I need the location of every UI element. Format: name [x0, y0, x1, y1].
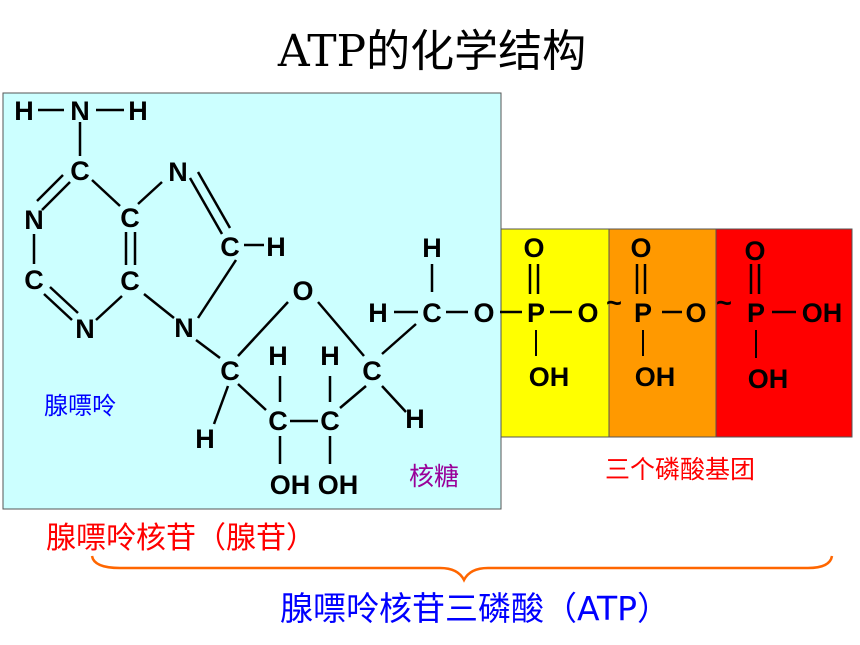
- atom-oh: OH: [635, 362, 676, 392]
- atom-o: O: [473, 298, 494, 328]
- atom-c: C: [320, 406, 340, 436]
- adenosine-box: [2, 92, 502, 510]
- atom-c: C: [24, 265, 44, 295]
- atom-h: H: [195, 424, 215, 454]
- atom-n: N: [168, 157, 188, 187]
- atom-n: N: [174, 313, 194, 343]
- phosphate-atoms: H H C O O P O ~ OH O P O ~ OH O P OH OH: [368, 233, 842, 394]
- atom-o: O: [292, 276, 313, 306]
- atom-oh: OH: [748, 364, 789, 394]
- atom-h: H: [368, 298, 388, 328]
- atom-p: P: [747, 298, 765, 328]
- atom-n: N: [70, 96, 90, 126]
- atom-c: C: [70, 156, 90, 186]
- ribose-label: 核糖: [409, 462, 459, 491]
- atom-o: O: [744, 236, 765, 266]
- high-energy-bond-tilde: ~: [606, 288, 622, 318]
- phosphates-label: 三个磷酸基团: [605, 455, 755, 484]
- atom-p: P: [634, 298, 652, 328]
- phosphate-box-1: [500, 228, 610, 438]
- high-energy-bond-tilde: ~: [716, 288, 732, 318]
- phosphate-box-2: [608, 228, 717, 438]
- atom-o: O: [685, 298, 706, 328]
- atom-c: C: [220, 356, 240, 386]
- atom-c: C: [268, 406, 288, 436]
- adenosine-label: 腺嘌呤核苷（腺苷）: [46, 521, 316, 556]
- atom-c: C: [362, 356, 382, 386]
- atom-h: H: [266, 232, 286, 262]
- bonds: [32, 108, 796, 464]
- ribose-atoms: O C H H C H C C H OH OH: [195, 276, 425, 500]
- adenine-atoms: H N H C N N C C H C C N N: [14, 96, 286, 344]
- atom-n: N: [24, 205, 44, 235]
- atp-brace: [90, 555, 834, 583]
- phosphate-box-3: [715, 228, 853, 438]
- atom-n: N: [75, 314, 95, 344]
- adenine-label: 腺嘌呤: [44, 392, 116, 420]
- atom-oh: OH: [802, 298, 843, 328]
- atp-label: 腺嘌呤核苷三磷酸（ATP）: [280, 589, 670, 628]
- atom-h: H: [268, 341, 288, 371]
- atom-h: H: [128, 96, 148, 126]
- atom-h: H: [405, 404, 425, 434]
- atom-oh: OH: [529, 362, 570, 392]
- page-title: ATP的化学结构: [277, 26, 586, 77]
- atom-p: P: [527, 298, 545, 328]
- atom-o: O: [577, 298, 598, 328]
- atom-c: C: [220, 232, 240, 262]
- atom-h: H: [422, 233, 442, 263]
- atom-c: C: [422, 298, 442, 328]
- atom-c: C: [120, 203, 140, 233]
- atom-h: H: [14, 96, 34, 126]
- atom-h: H: [320, 341, 340, 371]
- atom-oh-oh: OH OH: [270, 470, 359, 500]
- atom-o: O: [630, 233, 651, 263]
- atom-c: C: [120, 266, 140, 296]
- atom-o: O: [523, 233, 544, 263]
